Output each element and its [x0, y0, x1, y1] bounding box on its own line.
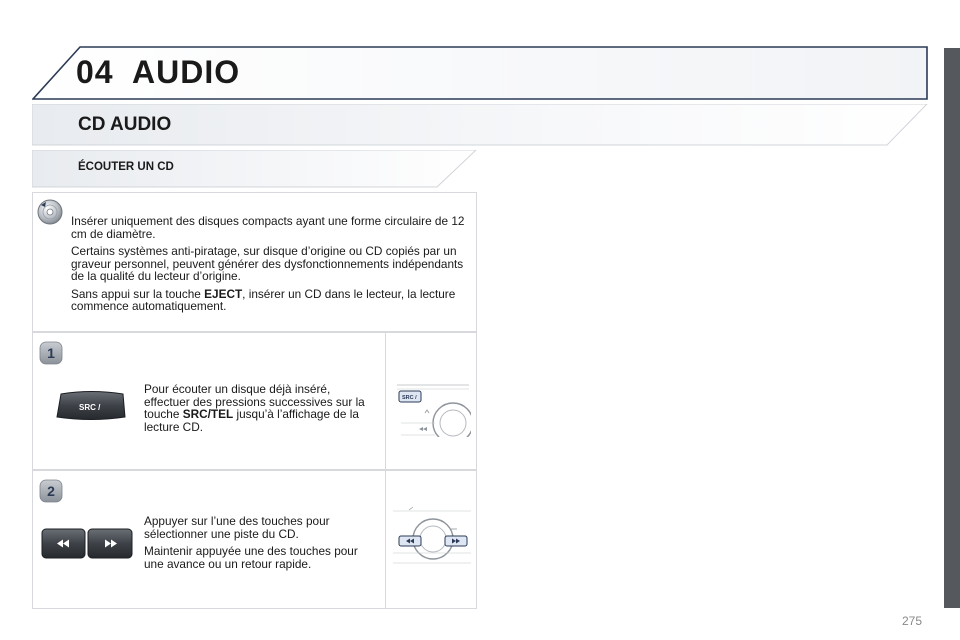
intro-paragraph-1: Insérer uniquement des disques compacts …	[71, 214, 465, 241]
chapter-header: 04 AUDIO	[32, 46, 928, 100]
step-2-badge: 2	[39, 479, 63, 503]
audio-console-image-1: SRC /	[395, 379, 474, 444]
step-2-paragraph-1: Appuyer sur l’une des touches pour sélec…	[144, 514, 330, 541]
seek-buttons	[41, 528, 133, 559]
step-2-text: Appuyer sur l’une des touches pour sélec…	[144, 515, 374, 575]
step-2-paragraph-2: Maintenir appuyée une des touches pour u…	[144, 544, 358, 571]
step-1-box: 1 SRC / Pour écouter un disque déjà insé…	[32, 332, 477, 470]
chapter-title: AUDIO	[132, 54, 241, 90]
chapter-number: 04	[76, 54, 114, 90]
intro-text: Insérer uniquement des disques compacts …	[71, 215, 471, 318]
src-tel-button: SRC /	[53, 391, 129, 421]
subsection-title: ÉCOUTER UN CD	[78, 161, 174, 173]
rewind-icon	[57, 539, 69, 548]
step-2-divider	[385, 471, 386, 608]
intro-paragraph-3: Sans appui sur la touche EJECT, insérer …	[71, 286, 456, 313]
src-tel-key-label: SRC/TEL	[182, 407, 234, 421]
audio-console-image-2	[391, 506, 473, 569]
intro-paragraph-2: Certains systèmes anti-piratage, sur dis…	[71, 244, 464, 283]
fast-forward-icon	[105, 539, 117, 548]
subsection-header: ÉCOUTER UN CD	[32, 150, 477, 188]
cd-disc-icon	[37, 199, 63, 225]
section-title: CD AUDIO	[78, 114, 172, 135]
console-src-label: SRC /	[402, 395, 417, 401]
src-button-label: SRC /	[79, 403, 101, 412]
page-number: 275	[902, 614, 923, 628]
step-1-text: Pour écouter un disque déjà inséré, effe…	[144, 382, 365, 434]
intro-box: Insérer uniquement des disques compacts …	[32, 192, 477, 332]
eject-key-label: EJECT	[204, 286, 243, 301]
step-1-number: 1	[47, 345, 55, 361]
step-1-badge: 1	[39, 341, 63, 365]
side-bar	[944, 48, 960, 608]
step-1-divider	[385, 333, 386, 469]
step-2-number: 2	[47, 483, 55, 499]
section-header: CD AUDIO	[32, 104, 928, 146]
step-2-box: 2 Appuyer sur l’une des touches pour sél…	[32, 470, 477, 609]
